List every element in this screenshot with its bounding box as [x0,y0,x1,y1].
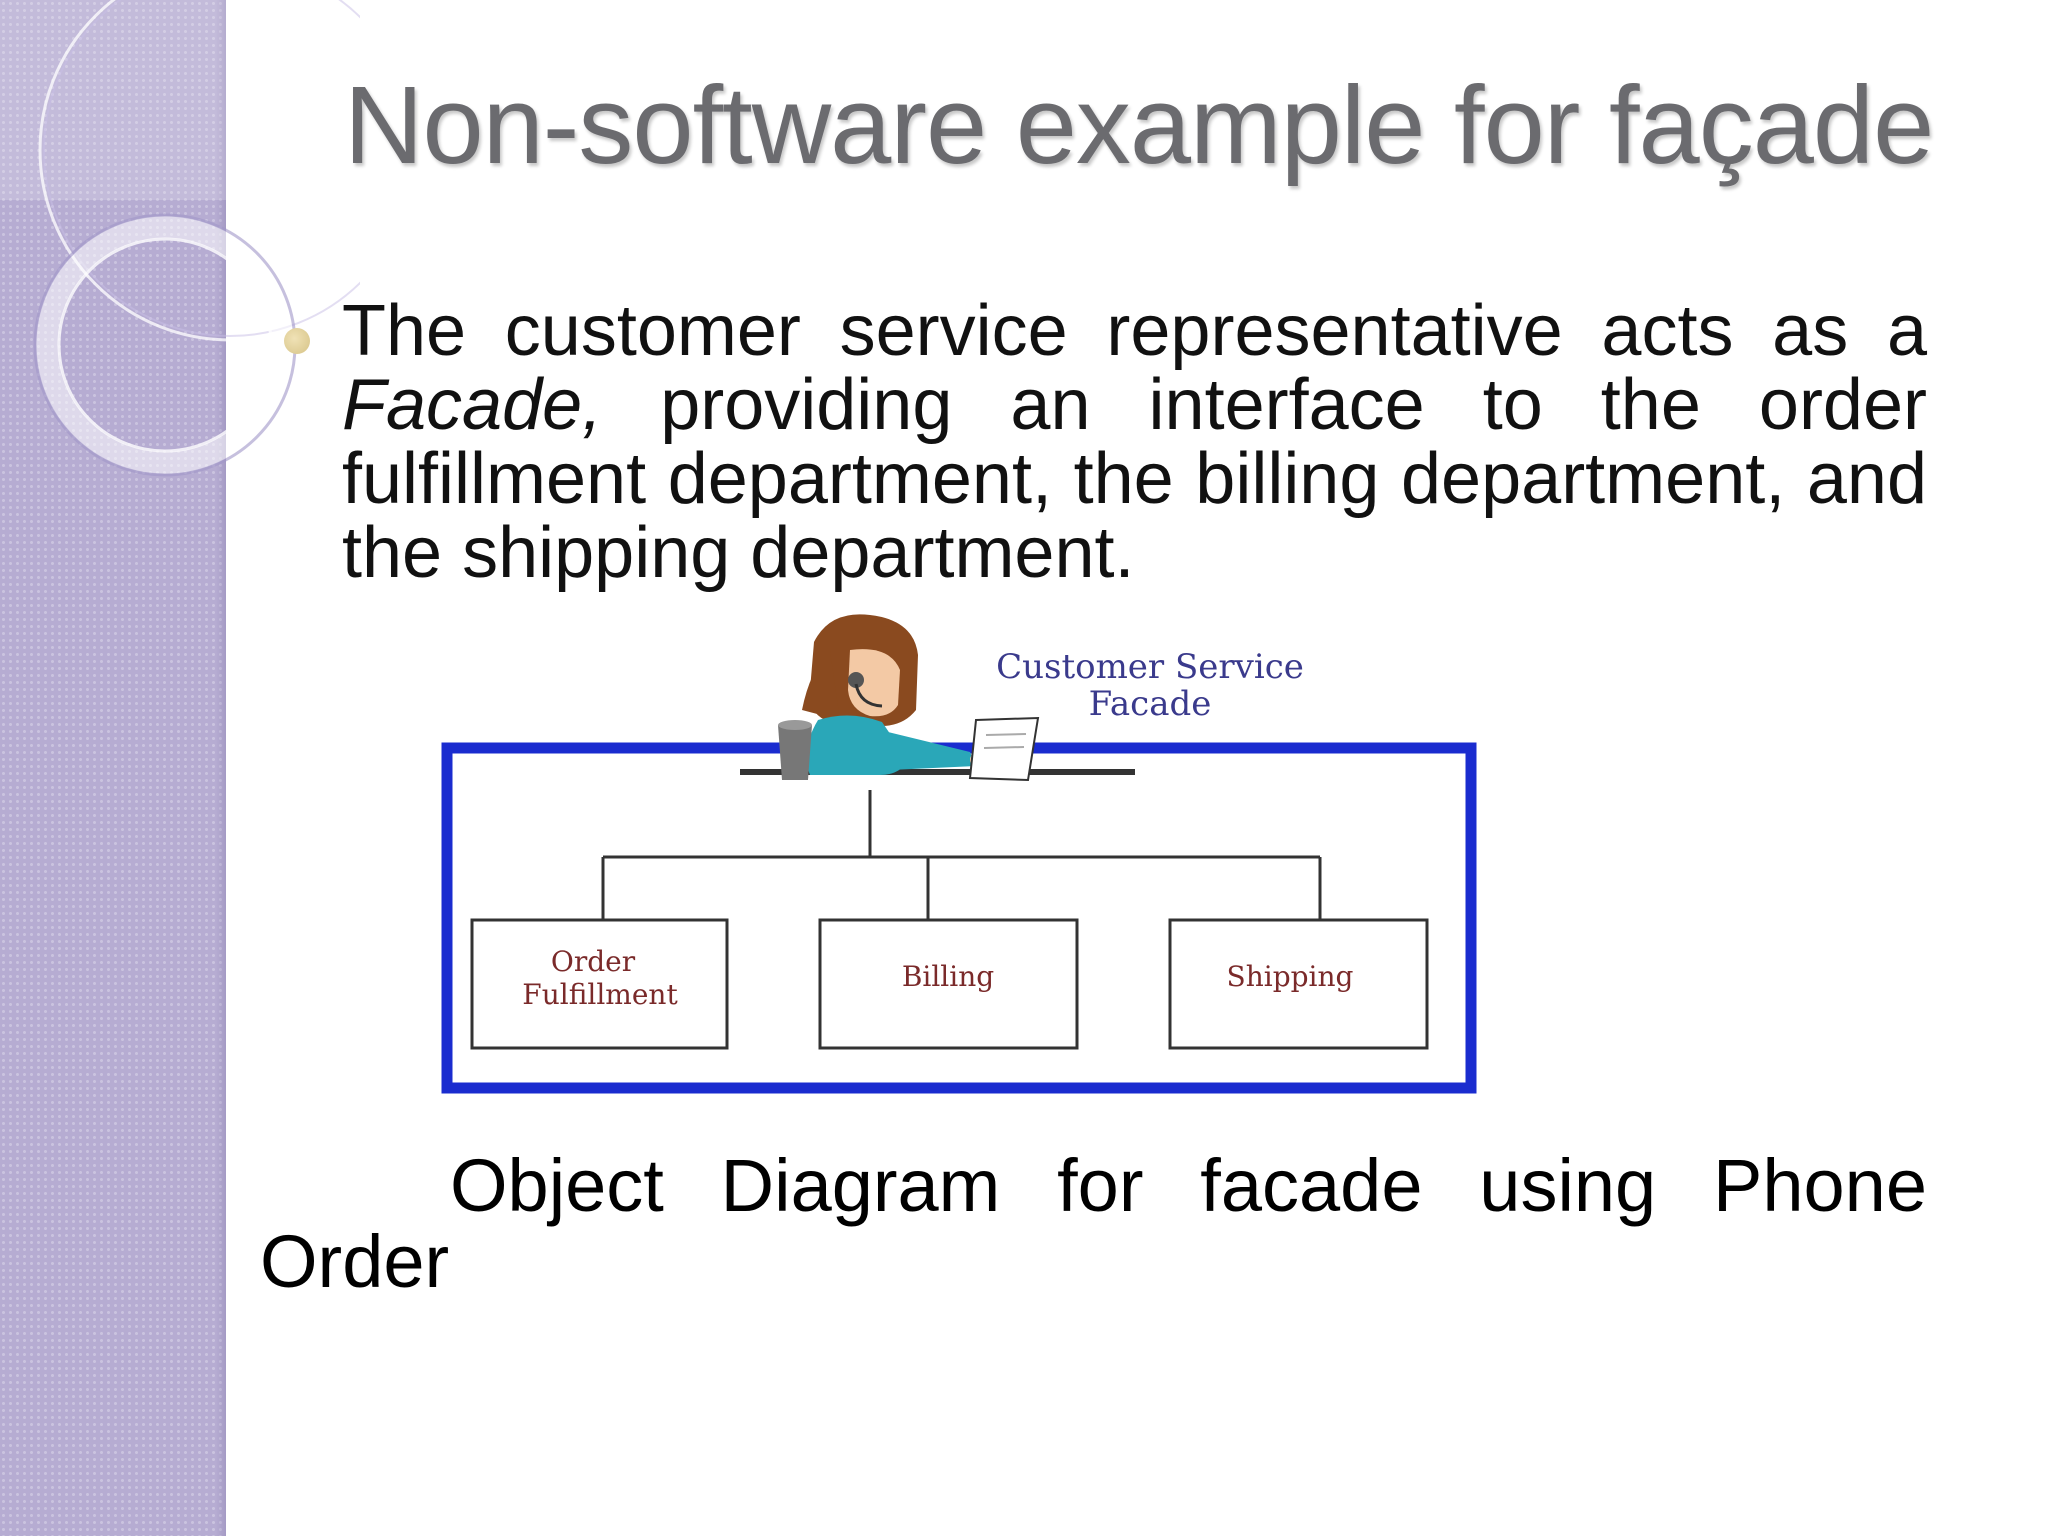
bullet-text-end: providing an interface to the order fulf… [342,365,1927,593]
facade-label-line2: Facade [1089,684,1212,724]
bullet-text-start: The customer service representative acts… [342,291,1927,371]
order-fulfillment-box [470,918,729,1050]
decorative-circles [0,0,360,477]
sidebar-background [0,0,226,1536]
diagram-caption: Object Diagram for facade using Phone Or… [260,1144,1927,1303]
bullet-italic-word: Facade, [342,365,603,445]
bullet-icon [284,328,310,354]
bullet-text: The customer service representative acts… [342,294,1927,590]
order-box-line2: Fulfillment [522,978,678,1011]
facade-diagram: Customer Service Facade Order Fulfillmen… [441,614,1477,1094]
billing-box [818,918,1079,1050]
sidebar-shadow [216,0,226,1536]
slide-title: Non-software example for façade [344,64,1934,187]
shipping-box [1168,918,1429,1050]
order-box-line1: Order [551,945,636,978]
connector-lines [601,790,1322,920]
facade-label-line1: Customer Service [996,647,1304,687]
shipping-box-label: Shipping [1227,960,1354,993]
customer-service-person-icon [778,614,1040,782]
billing-box-label: Billing [902,960,994,993]
